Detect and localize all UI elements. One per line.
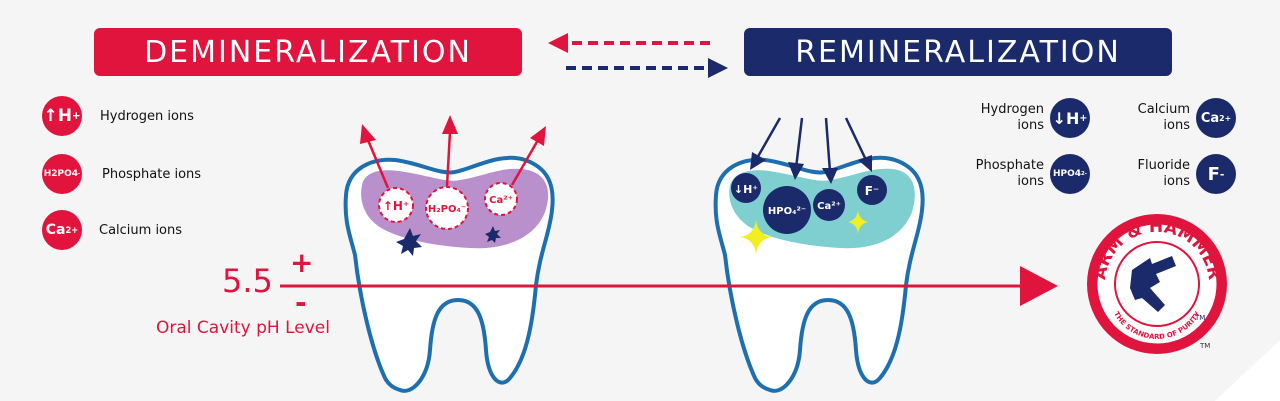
ph-axis [280,266,1058,306]
ph-arrowhead-icon [1020,266,1058,306]
fluoride-symbol: F [1207,163,1220,185]
calcium-right-label-2: ions [1163,118,1190,133]
ph-caption: Oral Cavity pH Level [156,318,330,338]
legend-fluoride-row: Fluoride ions F- [1108,154,1236,194]
sparkle-icon [848,210,868,234]
phosphate-charge: - [78,171,81,177]
demineralization-banner: DEMINERALIZATION [94,28,522,76]
logo-tm-outer: TM [1199,342,1210,350]
svg-text:Ca²⁺: Ca²⁺ [489,195,513,206]
svg-text:↓H⁺: ↓H⁺ [734,183,758,196]
fluoride-label-1: Fluoride [1137,158,1191,173]
legend-hydrogen-down-row: Hydrogen ions ↓H+ [972,98,1090,138]
demineralization-title: DEMINERALIZATION [144,34,472,70]
svg-text:Ca²⁺: Ca²⁺ [817,201,841,212]
hydrogen-up-badge: ↑H+ [42,96,82,136]
svg-text:F⁻: F⁻ [865,184,880,198]
calcium-right-symbol: Ca [1200,110,1220,126]
hpo4-symbol: HPO4 [1052,169,1082,179]
hydrogen-ions-label: Hydrogen ions [100,108,194,124]
ph-value: 5.5 [222,262,273,300]
calcium-ions-label: Calcium ions [99,222,183,238]
brand-logo: TM [1087,214,1227,354]
hydrogen-down-label-2: ions [1017,118,1044,133]
svg-text:HPO₄²⁻: HPO₄²⁻ [768,206,806,217]
fluoride-label-2: ions [1163,174,1190,189]
ph-plus: + [290,246,314,279]
phosphate-ions-label: Phosphate ions [102,166,202,182]
hydrogen-down-badge: ↓H+ [1050,98,1090,138]
phosphate-symbol: H2PO4 [43,169,79,179]
hpo4-charge: 2- [1081,171,1088,177]
remineralization-banner: REMINERALIZATION [744,28,1172,76]
calcium-right-label-1: Calcium [1137,102,1190,117]
hydrogen-charge: + [71,110,81,122]
arrow-left-icon [548,33,568,53]
hpo4-label-1: Phosphate [975,158,1044,173]
logo-tm-inner: TM [1194,314,1205,322]
hammer-arm-icon [1130,256,1176,312]
svg-text:↑H⁺: ↑H⁺ [383,199,409,213]
calcium-symbol: Ca [45,222,66,238]
hpo4-label-2: ions [1017,174,1044,189]
ph-minus: - [295,286,307,319]
remineralization-tooth: ↓H⁺ HPO₄²⁻ Ca²⁺ F⁻ [713,117,925,393]
demineralization-tooth: ↑H⁺ H₂PO₄⁻ Ca²⁺ [343,115,555,393]
exchange-arrows [548,33,728,78]
page-curl-corner [1215,340,1280,401]
hydrogen-down-charge: + [1079,112,1088,124]
hydrogen-down-symbol: ↓H [1052,108,1080,128]
hydrogen-down-label-1: Hydrogen [980,102,1044,117]
fluoride-charge: - [1219,167,1225,181]
arrow-right-icon [708,58,728,78]
remineralization-title: REMINERALIZATION [795,34,1121,70]
calcium-right-charge: 2+ [1219,113,1232,123]
fluoride-badge: F- [1196,154,1236,194]
svg-text:H₂PO₄⁻: H₂PO₄⁻ [428,204,466,215]
sparkle-icon [740,220,772,254]
calcium-charge: 2+ [65,225,79,235]
hydrogen-up-symbol: ↑H [43,106,72,126]
legend-hydrogen-row: ↑H+ Hydrogen ions [42,96,194,136]
phosphate-badge: H2PO4- [42,154,82,194]
legend-phosphate-row: H2PO4- Phosphate ions [42,154,201,194]
